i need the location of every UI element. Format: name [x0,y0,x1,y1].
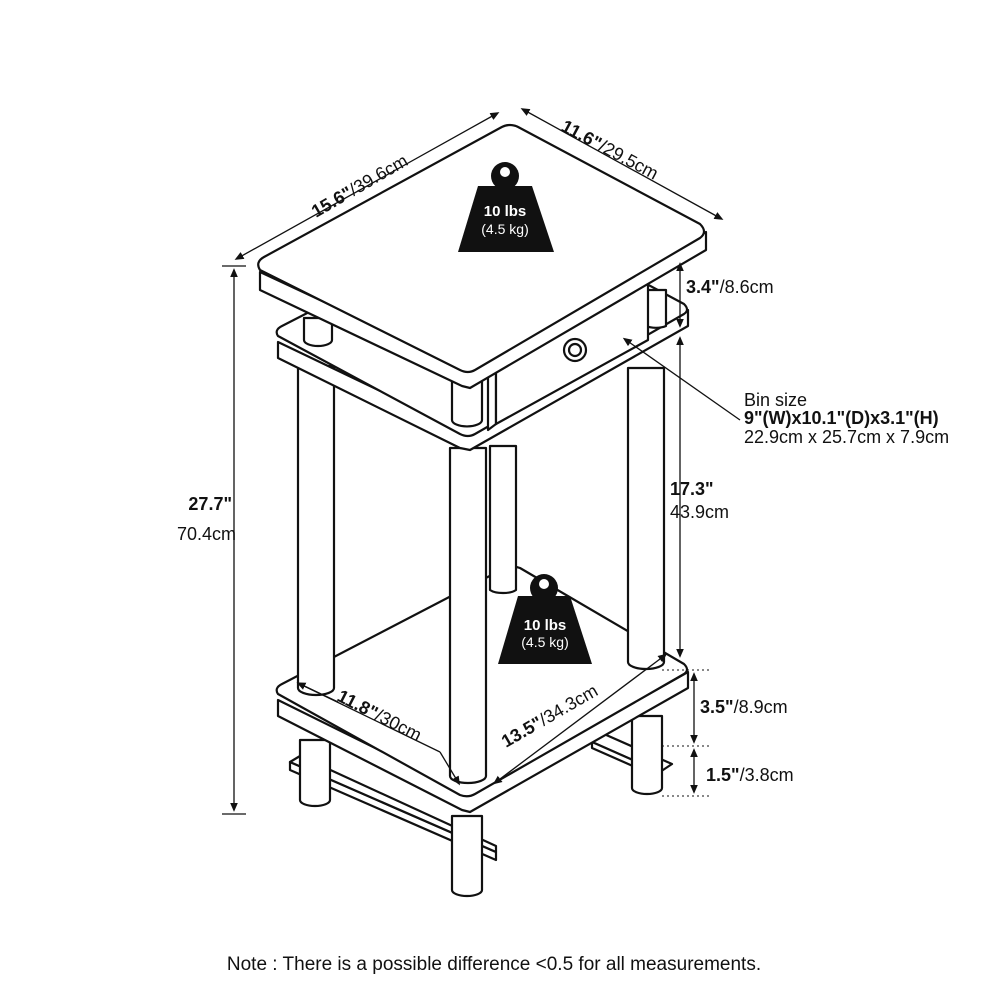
upper-posts [302,288,668,428]
bin-size-title: Bin size [744,390,807,410]
svg-text:3.5"/8.9cm: 3.5"/8.9cm [700,697,788,717]
lower-gap-cm: /8.9cm [734,697,788,717]
total-height-in: 27.7" [188,494,232,514]
lower-gap-in: 3.5" [700,697,734,717]
bottom-weight-lbs: 10 lbs [524,617,567,634]
shelf-gap-cm: 43.9cm [670,502,729,522]
foot-height-in: 1.5" [706,765,740,785]
drawer-height-cm: /8.6cm [720,277,774,297]
rear-posts [488,444,518,595]
total-height-cm: 70.4cm [177,524,236,544]
foot-height-dimension: 1.5"/3.8cm [690,748,794,794]
drawer-height-dimension: 3.4"/8.6cm [676,262,774,328]
bin-size-callout: Bin size 9"(W)x10.1"(D)x3.1"(H) 22.9cm x… [622,337,949,447]
bottom-weight-icon: 10 lbs (4.5 kg) [498,574,592,664]
drawer-height-in: 3.4" [686,277,720,297]
bottom-weight-kg: (4.5 kg) [521,634,568,650]
shelf-gap-in: 17.3" [670,479,714,499]
svg-text:3.4"/8.6cm: 3.4"/8.6cm [686,277,774,297]
svg-text:1.5"/3.8cm: 1.5"/3.8cm [706,765,794,785]
total-height-dimension: 27.7" 70.4cm [177,265,246,815]
top-weight-lbs: 10 lbs [484,203,527,220]
bin-size-cm: 22.9cm x 25.7cm x 7.9cm [744,427,949,447]
bin-size-in: 9"(W)x10.1"(D)x3.1"(H) [744,408,939,428]
shelf-gap-dimension: 17.3" 43.9cm [670,336,729,658]
foot-height-cm: /3.8cm [740,765,794,785]
top-weight-kg: (4.5 kg) [481,221,528,237]
measurement-note: Note : There is a possible difference <0… [227,954,761,975]
lower-gap-dimension: 3.5"/8.9cm [662,669,788,797]
